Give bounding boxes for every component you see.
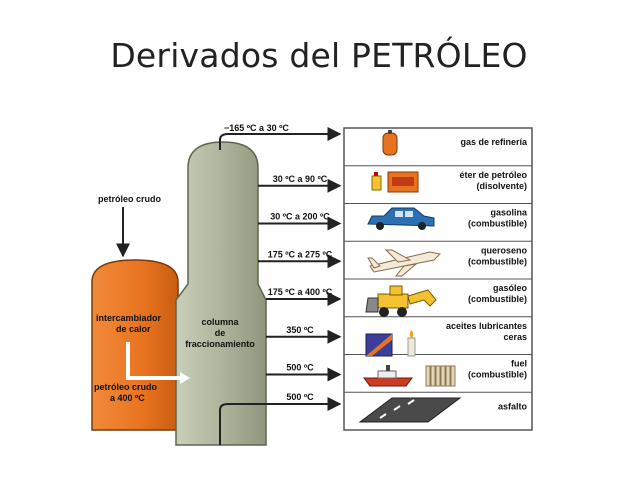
- airplane-icon: [367, 249, 442, 277]
- product-label: (combustible): [468, 219, 527, 229]
- product-label: (combustible): [468, 294, 527, 304]
- temperature-label: −165 ºC a 30 ºC: [224, 123, 289, 133]
- product-label: ceras: [503, 332, 527, 342]
- solvent-cans-icon: [371, 171, 419, 193]
- temperature-label: 500 ºC: [286, 363, 314, 373]
- fraction-pipes: [219, 127, 342, 445]
- crude-out-label-2: a 400 ºC: [110, 393, 145, 403]
- fraction-pipe: [219, 397, 342, 445]
- temperature-label: 175 ºC a 400 ºC: [268, 287, 333, 297]
- ship-radiator-icon: [363, 365, 456, 387]
- heat-exchanger-label-2: de calor: [116, 324, 151, 334]
- product-label: queroseno: [481, 245, 528, 255]
- product-label: gas de refinería: [460, 137, 528, 147]
- product-label: (combustible): [468, 256, 527, 266]
- oil-can-candle-icon: [365, 330, 416, 357]
- gas-cylinder-icon: [382, 130, 398, 156]
- temperature-label: 30 ºC a 200 ºC: [270, 212, 330, 222]
- product-label: éter de petróleo: [459, 170, 527, 180]
- product-label: gasolina: [490, 208, 528, 218]
- product-label: aceites lubricantes: [446, 321, 527, 331]
- page-title: Derivados del PETRÓLEO: [110, 36, 528, 75]
- heat-exchanger: [91, 259, 179, 431]
- temperature-label: 30 ºC a 90 ºC: [273, 174, 328, 184]
- product-label: fuel: [511, 359, 527, 369]
- temperature-label: 350 ºC: [286, 325, 314, 335]
- product-label: (disolvente): [476, 181, 527, 191]
- car-icon: [367, 207, 435, 230]
- fraction-pipe: [219, 127, 342, 150]
- temperature-label: 500 ºC: [286, 392, 314, 402]
- products-rows: gas de refinería éter de petróleo(disolve…: [344, 137, 532, 411]
- bulldozer-icon: [365, 285, 437, 317]
- heat-exchanger-label-1: intercambiador: [96, 313, 162, 323]
- temperature-label: 175 ºC a 275 ºC: [268, 249, 333, 259]
- crude-transfer-arrow: [126, 342, 182, 380]
- crude-out-label-1: petróleo crudo: [94, 382, 158, 392]
- road-icon: [358, 397, 462, 423]
- fractionation-column: [175, 141, 267, 446]
- temperature-labels: −165 ºC a 30 ºC 30 ºC a 90 ºC 30 ºC a 200 …: [224, 123, 333, 402]
- column-label-2: de: [215, 328, 226, 338]
- product-label: asfalto: [498, 401, 528, 411]
- column-label-1: columna: [201, 317, 239, 327]
- column-label-3: fraccionamiento: [185, 339, 255, 349]
- product-label: gasóleo: [493, 283, 528, 293]
- crude-in-label: petróleo crudo: [98, 194, 162, 204]
- product-label: (combustible): [468, 370, 527, 380]
